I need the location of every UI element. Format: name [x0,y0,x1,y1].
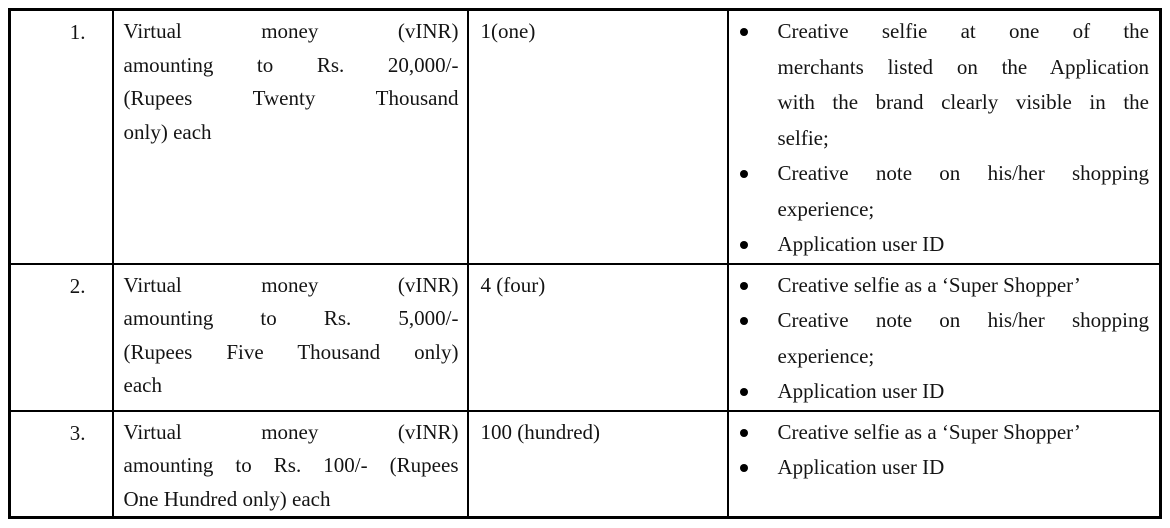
prize-text-line: Virtual money (vINR) [123,272,459,297]
quantity-value: 4 (four) [480,272,546,297]
bullet-icon [739,464,748,472]
prize-text-line: Virtual money (vINR) [123,19,459,43]
bullet-icon [739,317,748,325]
prize-table-body: 1. Virtual money (vINR) amounting to Rs. … [8,8,1162,519]
prize-text-line: amounting to Rs. 20,000/- [123,52,459,77]
requirement-item: Application user ID [730,450,1150,486]
requirement-text-line: Creative note on his/her shopping [777,308,1150,332]
requirement-text-line: Creative selfie as a ‘Super Shopper’ [777,419,1081,444]
prize-description-cell: Virtual money (vINR) amounting to Rs. 100… [111,409,469,519]
table-row: 1. Virtual money (vINR) amounting to Rs. … [8,8,1162,265]
requirement-text-line: merchants listed on the Application [777,54,1150,79]
bullet-icon [739,428,748,437]
prize-text-line: (Rupees Five Thousand only) [123,339,459,364]
requirement-text-line: selfie; [777,125,829,150]
requirement-text-line: Application user ID [777,379,945,403]
requirement-text-line: Creative note on his/her shopping [777,161,1150,185]
prize-text-line: Virtual money (vINR) [123,419,459,444]
row-number-cell: 1. [8,8,114,265]
requirement-text-line: Application user ID [777,455,945,479]
requirement-item: Creative selfie as a ‘Super Shopper’ [730,268,1150,304]
quantity-cell: 4 (four) [466,262,729,412]
requirement-text-line: experience; [777,196,875,221]
quantity-cell: 1(one) [466,8,729,265]
quantity-value: 100 (hundred) [480,419,601,444]
requirement-item: Creative selfie as a ‘Super Shopper’ [730,415,1150,451]
row-number: 1. [69,20,86,44]
requirements-list: Creative selfie as a ‘Super Shopper’ Appl… [730,415,1150,486]
requirement-text-line: with the brand clearly visible in the [777,90,1150,114]
requirement-item: Creative note on his/her shopping experie… [730,156,1150,227]
requirement-text-line: experience; [777,343,875,368]
requirement-item: Application user ID [730,374,1150,409]
table-row: 2. Virtual money (vINR) amounting to Rs. … [8,262,1162,412]
requirement-text-line: Creative selfie as a ‘Super Shopper’ [777,272,1081,297]
requirements-list: Creative selfie at one of the merchants l… [730,14,1150,262]
requirement-item: Application user ID [730,227,1150,262]
table-row: 3. Virtual money (vINR) amounting to Rs. … [8,409,1162,519]
requirements-list: Creative selfie as a ‘Super Shopper’ Crea… [730,268,1150,409]
bullet-icon [739,28,748,36]
requirements-cell: Creative selfie at one of the merchants l… [726,8,1162,265]
requirements-cell: Creative selfie as a ‘Super Shopper’ Crea… [726,262,1162,412]
requirement-item: Creative selfie at one of the merchants l… [730,14,1150,156]
bullet-icon [739,241,748,249]
bullet-icon [739,170,748,178]
quantity-cell: 100 (hundred) [466,409,729,519]
prize-text-line: each [123,373,162,397]
row-number: 2. [69,273,86,298]
prize-text-line: (Rupees Twenty Thousand [123,86,459,110]
prize-text-line: amounting to Rs. 100/- (Rupees [123,453,459,477]
requirements-cell: Creative selfie as a ‘Super Shopper’ Appl… [726,409,1162,519]
prize-text-line: only) each [123,119,212,144]
bullet-icon [739,388,748,396]
prize-description-cell: Virtual money (vINR) amounting to Rs. 5,0… [111,262,469,412]
bullet-icon [739,281,748,290]
prize-table: 1. Virtual money (vINR) amounting to Rs. … [8,8,1162,519]
row-number-cell: 3. [8,409,114,519]
prize-text-line: amounting to Rs. 5,000/- [123,306,459,330]
prize-description-cell: Virtual money (vINR) amounting to Rs. 20,… [111,8,469,265]
prize-text-line: One Hundred only) each [123,486,331,511]
requirement-text-line: Creative selfie at one of the [777,19,1150,43]
row-number-cell: 2. [8,262,114,412]
requirement-item: Creative note on his/her shopping experie… [730,303,1150,374]
quantity-value: 1(one) [480,19,536,43]
requirement-text-line: Application user ID [777,232,945,256]
row-number: 3. [69,420,86,445]
